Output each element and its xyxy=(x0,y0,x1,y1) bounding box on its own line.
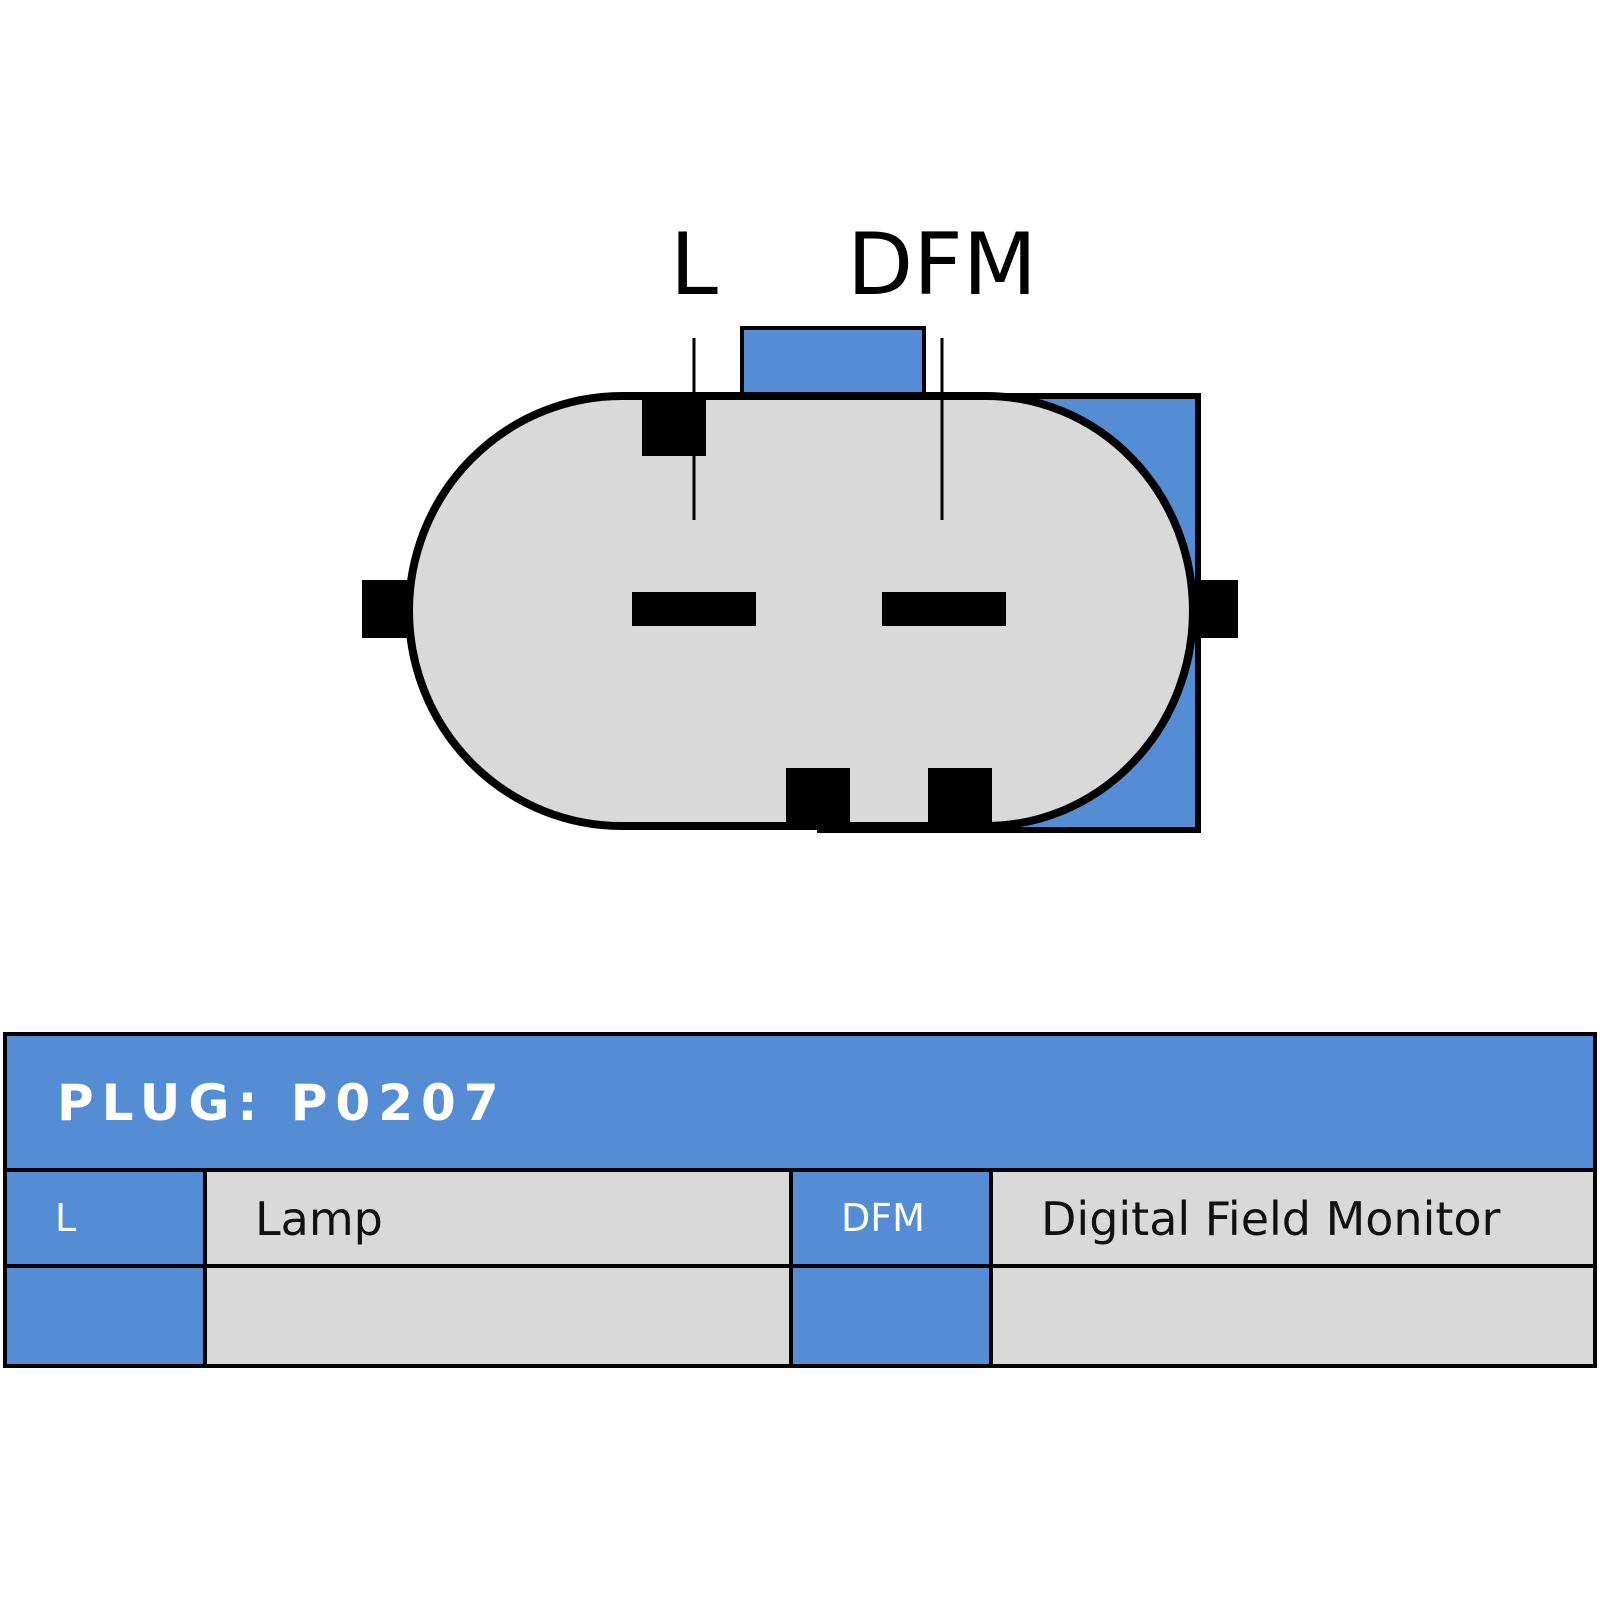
terminal-dfm xyxy=(882,592,1006,626)
pin-code-cell: DFM xyxy=(793,1172,989,1264)
pin-description-cell: Digital Field Monitor xyxy=(989,1172,1593,1264)
pin-description-cell xyxy=(203,1268,793,1364)
pin-code: L xyxy=(55,1196,77,1240)
pin-description-cell: Lamp xyxy=(203,1172,793,1264)
pin-code-cell xyxy=(793,1268,989,1364)
connector-diagram: L DFM xyxy=(362,215,1238,833)
pin-code: DFM xyxy=(841,1196,925,1240)
bottom-key-notch-left xyxy=(786,768,850,826)
pin-description: Digital Field Monitor xyxy=(1041,1192,1501,1246)
connector-top-key-tab xyxy=(740,326,926,404)
right-latch xyxy=(1190,580,1238,638)
plug-table: PLUG: P0207 L Lamp DFM Digital Field Mon… xyxy=(3,1032,1597,1368)
pin-code-cell: L xyxy=(7,1172,203,1264)
left-latch xyxy=(362,580,412,638)
pin-label-l: L xyxy=(670,215,718,315)
terminal-l xyxy=(632,592,756,626)
table-row: L Lamp DFM Digital Field Monitor xyxy=(7,1172,1593,1268)
bottom-key-notch-right xyxy=(928,768,992,826)
plug-table-header: PLUG: P0207 xyxy=(7,1036,1593,1172)
top-key-notch xyxy=(642,400,706,456)
pin-code-cell xyxy=(7,1268,203,1364)
connector-housing xyxy=(405,392,1197,830)
table-row xyxy=(7,1268,1593,1364)
plug-title: PLUG: P0207 xyxy=(57,1074,507,1132)
pin-description-cell xyxy=(989,1268,1593,1364)
pin-description: Lamp xyxy=(255,1192,383,1246)
pin-label-dfm: DFM xyxy=(847,215,1037,315)
